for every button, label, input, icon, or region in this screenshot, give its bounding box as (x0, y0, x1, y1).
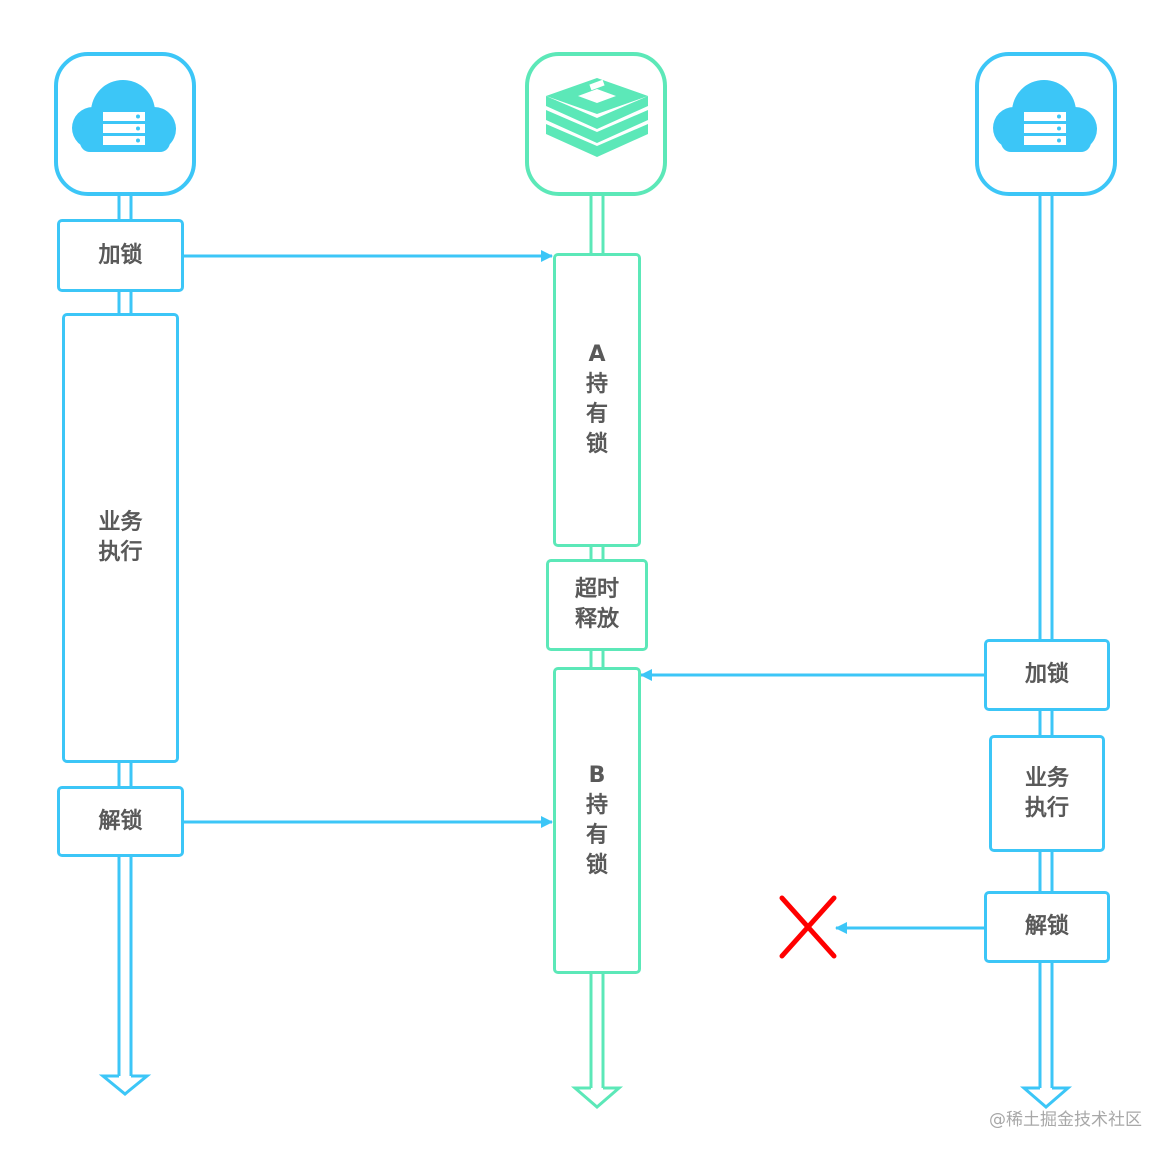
client-b-lock-box: 加锁 (984, 639, 1110, 711)
client-a-business-label-2: 执行 (98, 540, 143, 565)
redis-a-holds-char-4: 锁 (585, 432, 608, 457)
client-b-unlock-label: 解锁 (1024, 914, 1069, 939)
redis-b-holds-char-4: 锁 (585, 852, 608, 878)
redis-a-holds-lock-box: A 持 有 锁 (553, 253, 641, 547)
redis-timeout-label-2: 释放 (574, 607, 619, 632)
client-a-header (54, 52, 196, 196)
client-b-business-label-1: 业务 (1024, 765, 1069, 791)
client-b-lock-label: 加锁 (1024, 662, 1069, 687)
client-a-unlock-label: 解锁 (98, 808, 143, 834)
redis-a-holds-char-3: 有 (585, 402, 608, 427)
redis-header (525, 52, 667, 196)
red-x-icon (779, 895, 837, 959)
redis-b-holds-char-3: 有 (585, 822, 608, 848)
redis-b-holds-lock-box: B 持 有 锁 (553, 667, 641, 974)
redis-timeout-label-1: 超时 (574, 577, 619, 602)
redis-b-holds-char-2: 持 (585, 792, 608, 818)
client-a-business-box: 业务 执行 (62, 313, 179, 763)
redis-timeout-release-box: 超时 释放 (546, 559, 648, 651)
cloud-server-icon (72, 80, 176, 152)
redis-a-holds-char-2: 持 (585, 372, 608, 397)
redis-a-holds-char-1: A (588, 342, 606, 367)
client-b-unlock-box: 解锁 (984, 891, 1110, 963)
watermark: @稀土掘金技术社区 (989, 1110, 1142, 1130)
redis-b-holds-char-1: B (588, 762, 606, 788)
client-a-unlock-box: 解锁 (57, 786, 184, 857)
client-a-business-label-1: 业务 (98, 510, 143, 535)
client-b-business-box: 业务 执行 (989, 735, 1105, 852)
redis-stack-icon (546, 78, 648, 157)
client-b-header (975, 52, 1117, 196)
client-a-lock-box: 加锁 (57, 219, 184, 292)
cloud-server-icon (993, 80, 1097, 152)
client-b-business-label-2: 执行 (1024, 795, 1069, 821)
client-a-lock-label: 加锁 (98, 242, 143, 268)
